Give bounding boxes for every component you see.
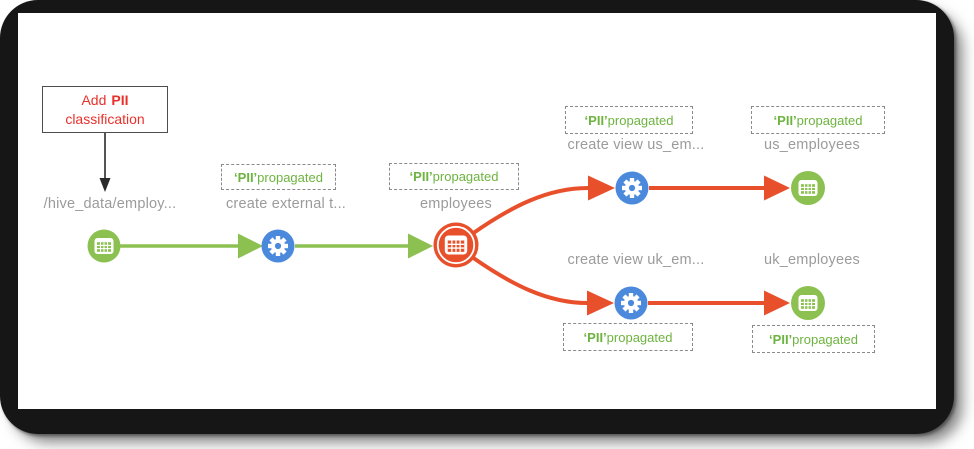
node-label-create-external: create external t... — [225, 196, 347, 212]
node-label-create-view-uk: create view uk_em... — [567, 252, 705, 268]
node-label-hive-path: /hive_data/employ... — [43, 196, 177, 212]
annotation-line2: classification — [65, 110, 145, 127]
pii-propagated-badge-create-view-uk: ‘PII’ propagated — [563, 323, 693, 351]
pii-propagated-badge-us-employees: ‘PII’ propagated — [751, 106, 885, 134]
pii-propagated-badge-create-view-us: ‘PII’ propagated — [565, 106, 693, 134]
pii-propagated-badge-create-external: ‘PII’ propagated — [221, 164, 336, 190]
node-label-employees: employees — [420, 196, 492, 212]
pii-propagated-badge-uk-employees: ‘PII’ propagated — [752, 325, 875, 353]
pii-propagated-badge-employees: ‘PII’ propagated — [389, 163, 519, 190]
node-label-uk-employees: uk_employees — [764, 252, 860, 268]
node-label-us-employees: us_employees — [764, 137, 860, 153]
node-label-create-view-us: create view us_em... — [567, 137, 705, 153]
